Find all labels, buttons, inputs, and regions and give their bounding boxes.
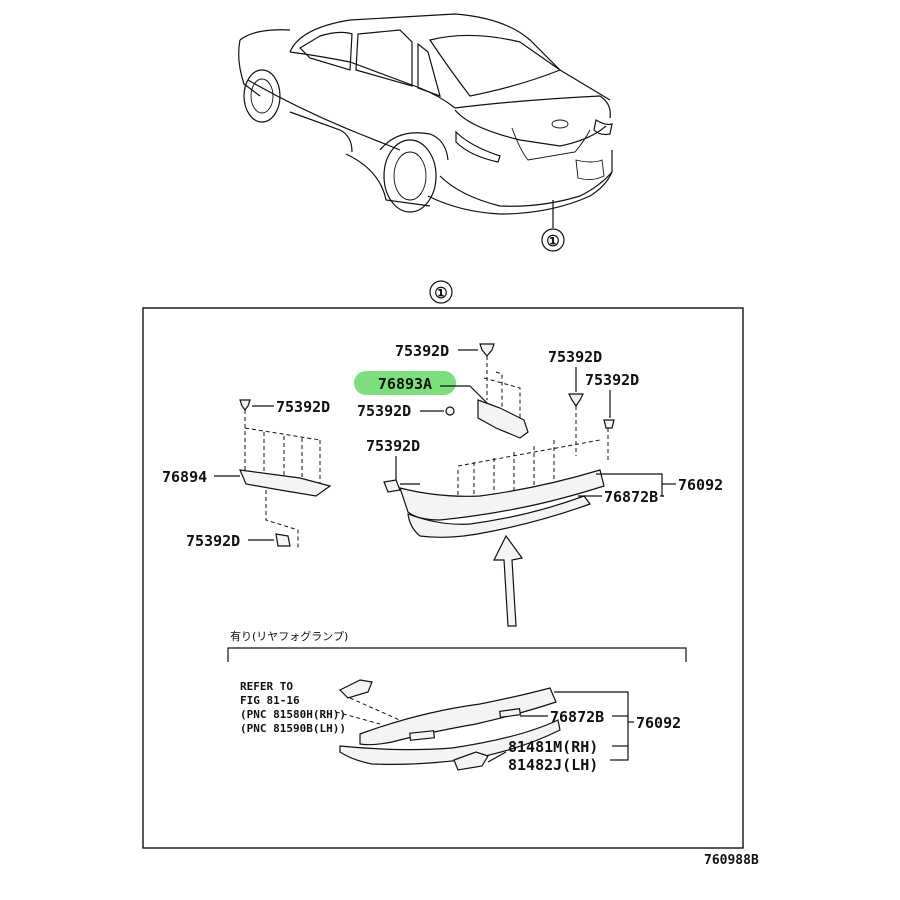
highlight-pill xyxy=(354,371,456,395)
car-callout-number: ① xyxy=(546,232,559,250)
clip-small xyxy=(445,406,455,416)
right-clips: 75392D 75392D xyxy=(548,348,639,460)
label-75392d-right-1: 75392D xyxy=(548,348,602,366)
car-illustration: ① xyxy=(238,13,613,252)
fog-lamp-upper xyxy=(338,679,373,699)
label-75392d-left-top: 75392D xyxy=(276,398,330,416)
label-75392d-right-2: 75392D xyxy=(585,371,639,389)
box-callout-circle xyxy=(429,280,453,304)
label-75392d-left-bottom: 75392D xyxy=(186,532,240,550)
variant-header: 有り(リヤフォグランプ) xyxy=(230,629,348,643)
variant-section: 有り(リヤフォグランプ) REFER TO FIG 81-16 (PNC 815… xyxy=(227,629,687,774)
label-75392d-center-left: 75392D xyxy=(366,437,420,455)
label-76092-upper: 76092 xyxy=(678,476,723,494)
bumper-reinforcement xyxy=(399,469,605,521)
bumper-assembly-upper: 75392D 76872B 76092 xyxy=(366,437,723,538)
label-76894: 76894 xyxy=(162,468,207,486)
diagram-code: 760988B xyxy=(704,853,759,868)
refer-line-4: (PNC 81590B(LH)) xyxy=(240,722,346,735)
variant-bumper-reinforcement xyxy=(359,687,557,746)
assembly-arrow xyxy=(493,534,524,627)
left-bracket-76894 xyxy=(239,469,332,497)
bumper-cover-upper xyxy=(407,495,591,538)
box-callout-number: ① xyxy=(434,284,447,302)
label-76872b-upper: 76872B xyxy=(604,488,658,506)
bracket-76893a-group: 75392D 76893A 75392D xyxy=(354,342,529,439)
clip-fastener xyxy=(479,343,495,357)
label-75392d-mid-center: 75392D xyxy=(357,402,411,420)
label-76872b-variant: 76872B xyxy=(550,708,604,726)
refer-line-1: REFER TO xyxy=(240,680,293,693)
label-lamp-rh: 81481M(RH) xyxy=(508,738,598,756)
label-76893a: 76893A xyxy=(378,375,432,393)
label-75392d-top-center: 75392D xyxy=(395,342,449,360)
label-76092-variant: 76092 xyxy=(636,714,681,732)
variant-bumper-cover xyxy=(339,719,561,765)
label-lamp-lh: 81482J(LH) xyxy=(508,756,598,774)
refer-line-2: FIG 81-16 xyxy=(240,694,300,707)
fog-lamp-lower xyxy=(453,751,489,771)
refer-line-3: (PNC 81580H(RH)) xyxy=(240,708,346,721)
bracket-76893a xyxy=(477,399,529,439)
assembly-frame xyxy=(142,307,744,849)
left-part-group: 75392D 76894 75392D xyxy=(162,398,332,550)
